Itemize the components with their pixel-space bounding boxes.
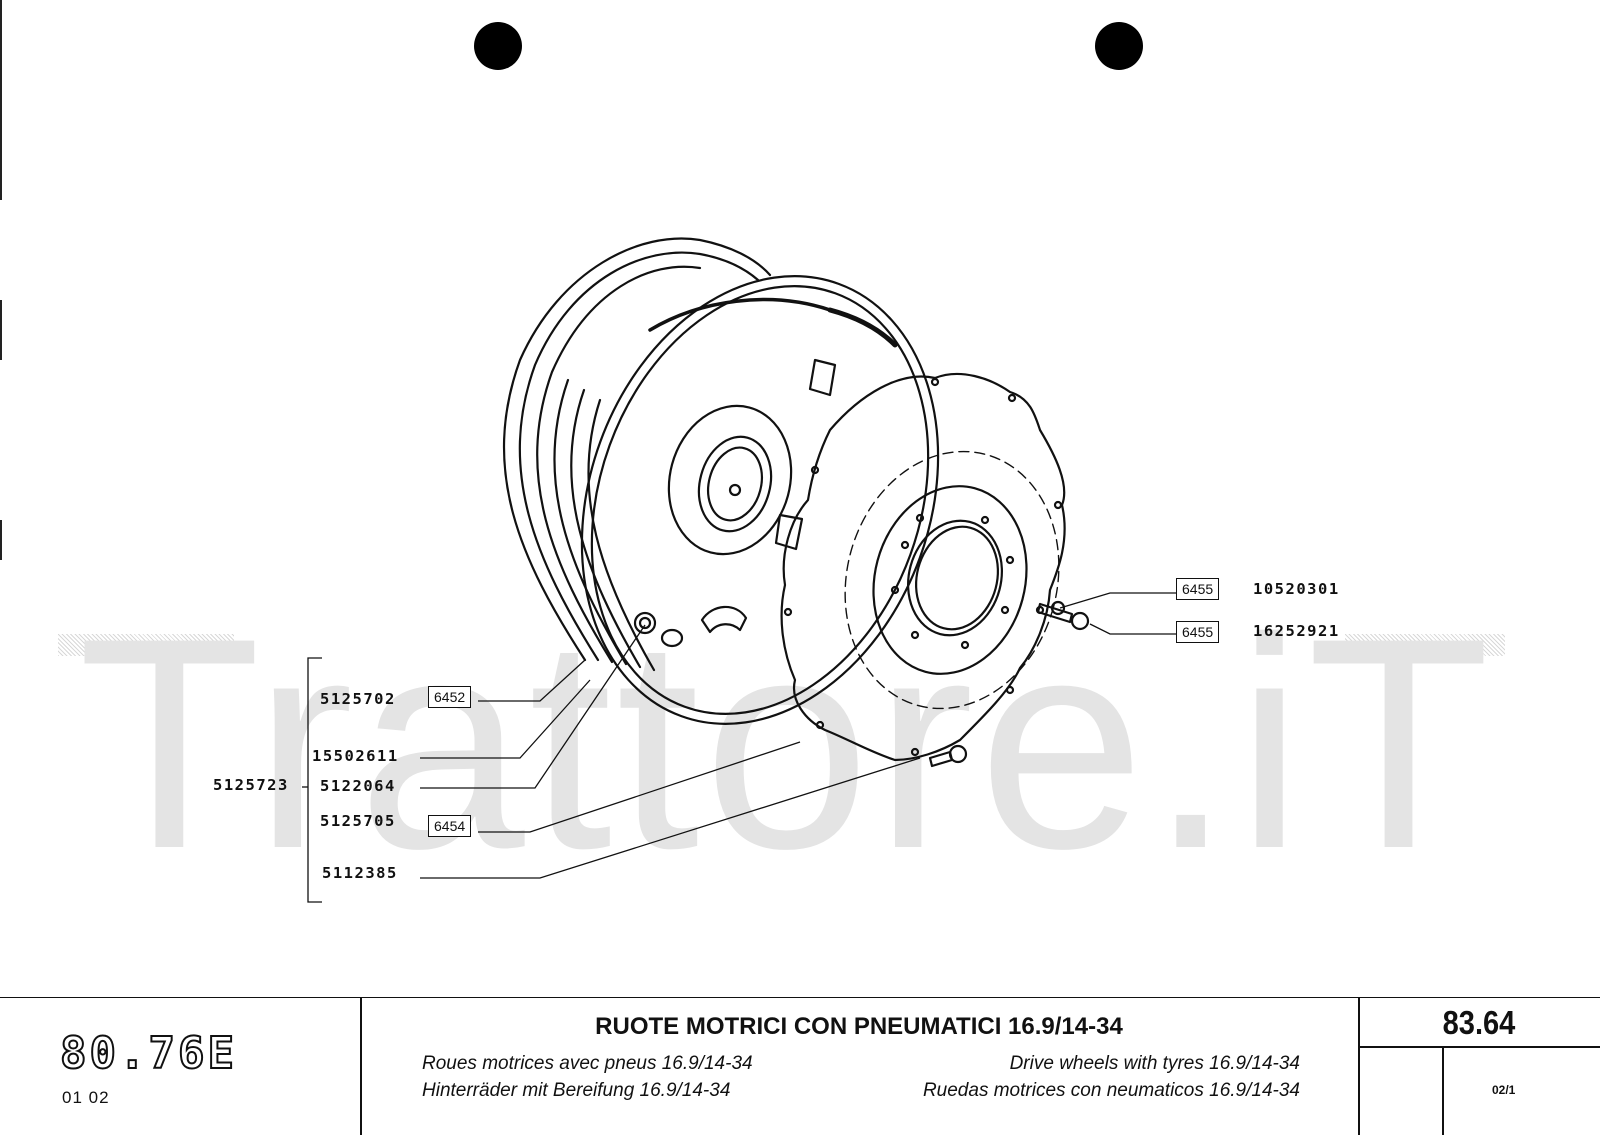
page-sub-number: 02/1 bbox=[1492, 1083, 1516, 1097]
reference-box: 6452 bbox=[428, 686, 472, 708]
clamp bbox=[774, 513, 804, 551]
title-spanish: Ruedas motrices con neumaticos 16.9/14-3… bbox=[922, 1080, 1300, 1101]
clamp bbox=[808, 358, 837, 397]
reference-box: 6454 bbox=[428, 815, 472, 837]
page-title: RUOTE MOTRICI CON PNEUMATICI 16.9/14-34 bbox=[595, 1013, 1123, 1040]
part-number: 5112385 bbox=[322, 864, 398, 882]
punch-hole-right bbox=[1095, 22, 1143, 70]
watermark-bar bbox=[1345, 634, 1505, 656]
washer bbox=[660, 628, 684, 648]
washer bbox=[1050, 600, 1066, 616]
title-english: Drive wheels with tyres 16.9/14-34 bbox=[1009, 1053, 1300, 1074]
wheel-exploded-drawing bbox=[302, 237, 1176, 903]
page-number: 83.64 bbox=[1442, 1004, 1516, 1041]
part-number: 5122064 bbox=[320, 777, 396, 795]
title-block-divider bbox=[1358, 1046, 1600, 1048]
part-number: 16252921 bbox=[1253, 622, 1340, 640]
left-edge-mark bbox=[0, 0, 2, 200]
left-edge-mark bbox=[0, 300, 2, 360]
tyre-outline bbox=[502, 237, 772, 672]
reference-box: 6455 bbox=[1176, 621, 1220, 643]
title-block-divider bbox=[1442, 1046, 1444, 1135]
model-edition: 01 02 bbox=[62, 1088, 110, 1107]
part-number: 15502611 bbox=[312, 747, 399, 765]
left-edge-mark bbox=[0, 520, 2, 560]
title-french: Roues motrices avec pneus 16.9/14-34 bbox=[422, 1053, 753, 1074]
part-number: 10520301 bbox=[1253, 580, 1340, 598]
reference-box: 6455 bbox=[1176, 578, 1220, 600]
clamp bbox=[700, 605, 748, 634]
title-block-divider bbox=[360, 997, 362, 1135]
part-number: 5125705 bbox=[320, 812, 396, 830]
rim-ring bbox=[580, 275, 940, 725]
assembly-part-number: 5125723 bbox=[213, 776, 289, 794]
title-block bbox=[0, 997, 1600, 1142]
leader-lines bbox=[302, 592, 1176, 903]
rim-hub bbox=[667, 404, 793, 556]
title-block-divider bbox=[1358, 997, 1360, 1135]
model-name: 80.76E bbox=[59, 1027, 237, 1080]
part-number: 5125702 bbox=[320, 690, 396, 708]
nut bbox=[633, 611, 657, 635]
bolt bbox=[928, 744, 968, 768]
title-german: Hinterräder mit Bereifung 16.9/14-34 bbox=[422, 1080, 731, 1101]
punch-hole-left bbox=[474, 22, 522, 70]
bolt bbox=[1036, 602, 1090, 631]
wheel-disc bbox=[780, 372, 1066, 762]
watermark-bar bbox=[58, 634, 234, 656]
